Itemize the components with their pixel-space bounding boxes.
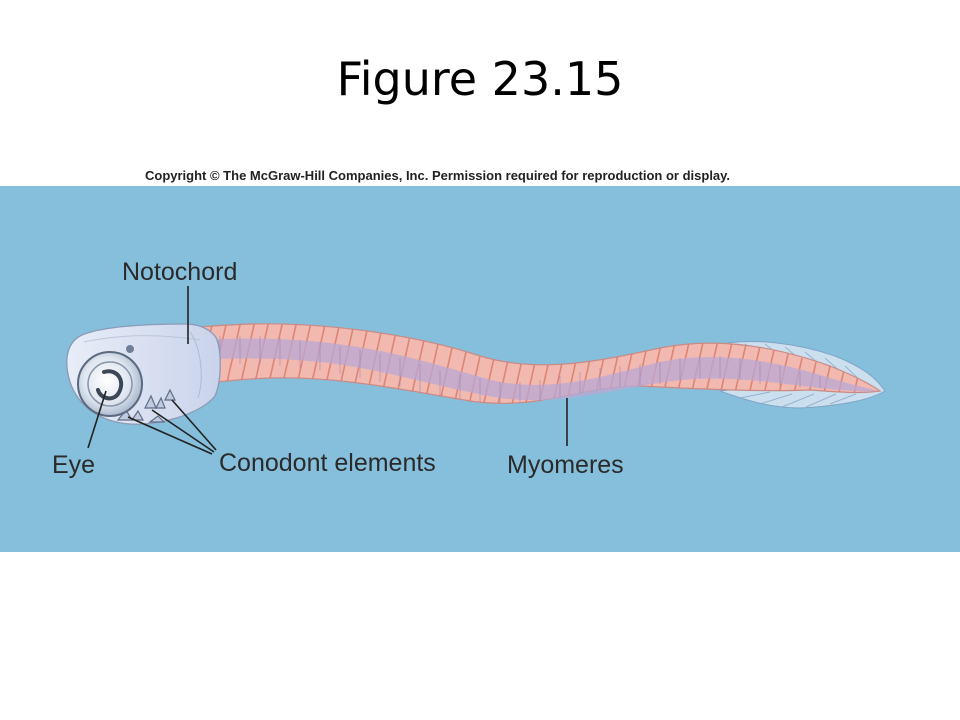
conodont-leader-1 xyxy=(127,416,213,455)
label-conodont-elements: Conodont elements xyxy=(219,449,436,477)
slide-title: Figure 23.15 xyxy=(336,52,624,106)
conodont-leader-2 xyxy=(151,409,215,453)
label-eye: Eye xyxy=(52,451,95,479)
conodont-illustration: Notochord Eye Conodont elements Myomeres xyxy=(0,186,960,552)
label-myomeres: Myomeres xyxy=(507,451,624,479)
notochord-band xyxy=(150,338,878,401)
eye-leader xyxy=(87,390,107,449)
conodont-leader-3 xyxy=(171,399,217,451)
copyright-notice: Copyright © The McGraw-Hill Companies, I… xyxy=(145,168,731,183)
label-notochord: Notochord xyxy=(122,258,237,286)
conodont-figure: Notochord Eye Conodont elements Myomeres xyxy=(0,186,960,552)
leader-lines xyxy=(87,286,568,455)
